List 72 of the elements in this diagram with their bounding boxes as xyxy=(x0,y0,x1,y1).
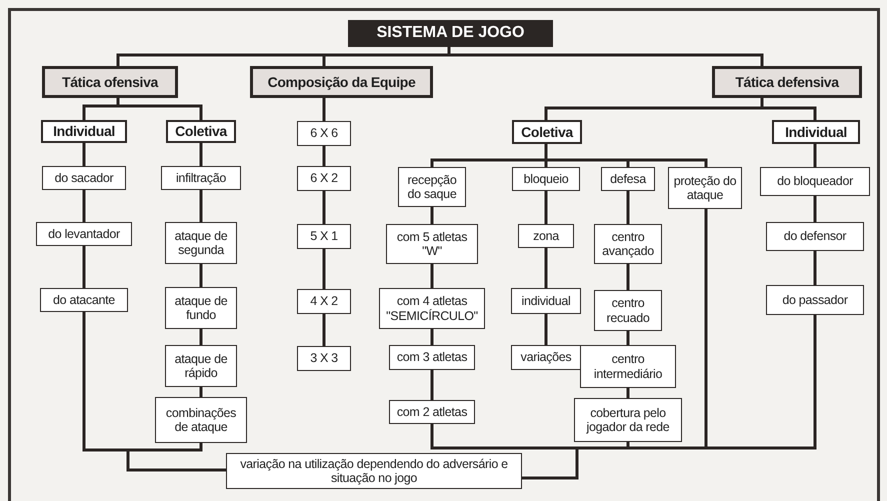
connector-line xyxy=(448,47,764,66)
item-box: do atacante xyxy=(40,288,128,312)
connector-line xyxy=(200,143,202,166)
item-box: 5 X 1 xyxy=(297,224,351,249)
item-box: ataque de segunda xyxy=(165,222,237,264)
item-box: do sacador xyxy=(42,166,126,190)
item-box: 4 X 2 xyxy=(297,289,351,314)
connector-line xyxy=(814,251,816,285)
connector-line xyxy=(116,98,202,120)
connector-line xyxy=(430,207,434,224)
connector-line xyxy=(814,196,816,222)
connector-line xyxy=(322,98,326,121)
item-box: com 5 atletas "W" xyxy=(386,224,478,264)
connector-line xyxy=(126,443,226,472)
connector-line xyxy=(522,315,816,480)
connector-line xyxy=(544,314,548,345)
item-box: com 2 atletas xyxy=(389,400,475,424)
item-box: recepção do saque xyxy=(398,167,466,207)
connector-line xyxy=(814,144,816,167)
connector-line xyxy=(322,249,326,289)
subcategory-box: Individual xyxy=(41,120,127,143)
subcategory-box: Individual xyxy=(772,120,860,144)
item-box: proteção do ataque xyxy=(668,167,742,209)
connector-line xyxy=(626,264,630,290)
item-box: do levantador xyxy=(36,222,132,246)
item-box: com 4 atletas "SEMICÍRCULO" xyxy=(379,288,485,329)
connector-line xyxy=(430,264,434,288)
connector-line xyxy=(82,246,86,288)
item-box: variação na utilização dependendo do adversário e situação no jogo xyxy=(226,453,522,489)
item-box: centro avançado xyxy=(594,224,662,264)
connector-line xyxy=(544,191,548,224)
item-box: do defensor xyxy=(766,222,864,251)
connector-line xyxy=(200,190,202,222)
connector-line xyxy=(200,329,202,345)
connector-line xyxy=(200,264,202,287)
connector-line xyxy=(322,146,326,166)
item-box: 6 X 6 xyxy=(297,121,351,146)
connector-line xyxy=(82,190,86,222)
item-box: individual xyxy=(511,288,581,314)
item-box: zona xyxy=(518,224,574,248)
item-box: combinações de ataque xyxy=(155,397,247,443)
category-box: Tática defensiva xyxy=(712,66,862,98)
category-box: Tática ofensiva xyxy=(42,66,178,98)
item-box: do passador xyxy=(766,285,864,315)
connector-line xyxy=(760,98,816,120)
category-box: Composição da Equipe xyxy=(250,66,433,98)
connector-line xyxy=(200,387,202,397)
item-box: cobertura pelo jogador da rede xyxy=(574,398,682,442)
item-box: infiltração xyxy=(161,166,241,190)
connector-line xyxy=(626,331,630,345)
item-box: centro intermediário xyxy=(580,345,676,388)
item-box: defesa xyxy=(601,167,655,191)
item-box: variações xyxy=(511,345,581,370)
item-box: ataque de fundo xyxy=(165,287,237,329)
item-box: 3 X 3 xyxy=(297,346,351,371)
subcategory-box: Coletiva xyxy=(512,120,582,144)
connector-line xyxy=(626,388,630,398)
item-box: bloqueio xyxy=(512,167,580,191)
connector-line xyxy=(82,143,86,166)
item-box: 6 X 2 xyxy=(297,166,351,191)
item-box: do bloqueador xyxy=(760,167,870,196)
connector-line xyxy=(430,370,434,400)
connector-line xyxy=(322,191,326,224)
item-box: ataque de rápido xyxy=(165,345,237,387)
connector-line xyxy=(430,329,434,345)
connector-line xyxy=(544,248,548,288)
item-box: com 3 atletas xyxy=(389,345,475,370)
subcategory-box: Coletiva xyxy=(166,120,236,143)
title-box: SISTEMA DE JOGO xyxy=(348,20,553,47)
connector-line xyxy=(626,191,630,224)
item-box: centro recuado xyxy=(594,290,662,331)
connector-line xyxy=(322,314,326,346)
